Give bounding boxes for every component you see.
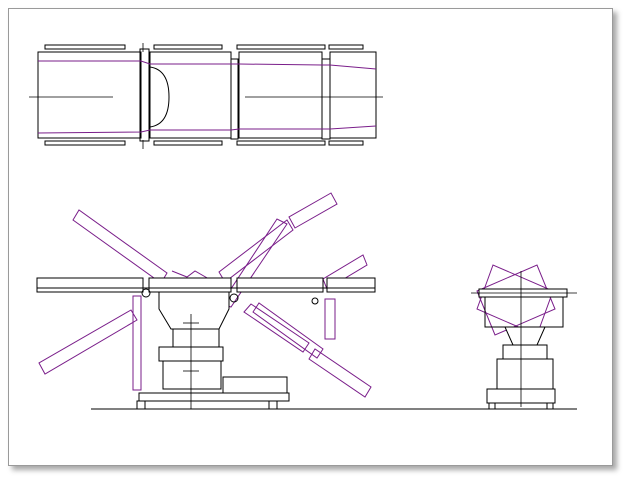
top-joint-1 xyxy=(139,48,150,142)
seat-tilt-down-2 xyxy=(252,302,324,359)
end-caster-right xyxy=(546,402,554,410)
end-caster-left xyxy=(488,402,496,410)
pad-line-top xyxy=(38,60,377,70)
leg-panel-side xyxy=(322,254,368,290)
joint-knob-2 xyxy=(229,293,239,303)
joint-knob-1 xyxy=(141,288,151,298)
top-view xyxy=(29,43,383,149)
top-rail-1 xyxy=(44,44,126,50)
joint-knob-3 xyxy=(311,297,319,305)
column-lower xyxy=(162,360,222,390)
seat-tilt-down-1 xyxy=(243,303,310,353)
top-joint-3 xyxy=(321,58,331,140)
side-view xyxy=(36,192,577,410)
top-rail-2 xyxy=(153,44,223,50)
head-cutout xyxy=(149,66,170,128)
side-seat-section xyxy=(236,277,324,293)
caster-left xyxy=(136,400,146,410)
top-section-back xyxy=(149,51,232,139)
column-neck xyxy=(172,328,220,348)
cad-drawing xyxy=(29,43,577,410)
leg-panel-up xyxy=(288,192,338,229)
top-section-leg xyxy=(329,51,377,139)
side-head-section xyxy=(36,277,144,293)
side-back-section xyxy=(148,277,232,293)
leg-drop-vertical xyxy=(324,298,336,340)
head-drop-vertical xyxy=(132,295,142,391)
end-column-body xyxy=(496,358,554,390)
head-tilt-down xyxy=(38,309,138,375)
drawing-sheet xyxy=(8,8,613,466)
top-joint-2 xyxy=(230,58,239,140)
base-block xyxy=(222,376,288,396)
column-top-housing xyxy=(158,291,230,330)
top-rail-3 xyxy=(236,44,326,50)
head-tilt-up xyxy=(72,209,168,284)
top-rail-4 xyxy=(328,44,364,50)
pad-line-bottom xyxy=(37,125,377,134)
leg-drop xyxy=(308,348,372,398)
bottom-rail-3 xyxy=(236,140,326,146)
caster-right xyxy=(268,400,278,410)
side-leg-section xyxy=(326,277,376,293)
end-column-head xyxy=(504,326,546,346)
top-section-head xyxy=(37,51,142,139)
bottom-rail-1 xyxy=(44,140,126,146)
end-tilt-right xyxy=(476,264,556,336)
end-column-neck xyxy=(502,344,548,360)
end-view xyxy=(471,264,577,410)
base-plate xyxy=(138,392,290,402)
bottom-rail-2 xyxy=(153,140,223,146)
bottom-rail-4 xyxy=(328,140,364,146)
headrest-link xyxy=(171,270,210,280)
